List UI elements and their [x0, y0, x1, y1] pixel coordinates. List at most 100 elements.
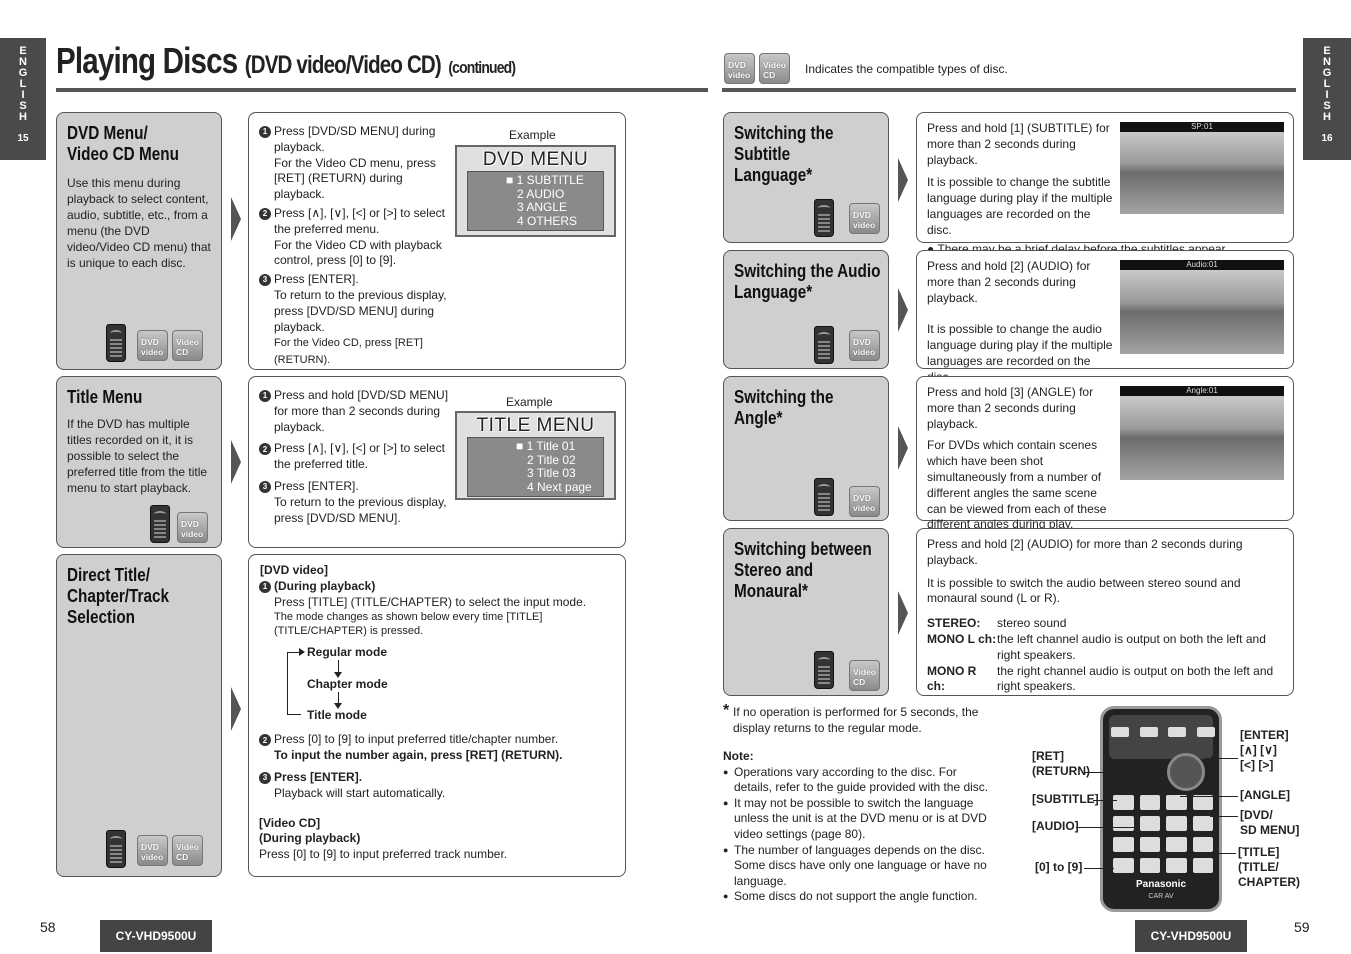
section-heading: Title Menu — [67, 387, 143, 407]
mode-value: the left channel audio is output on both… — [997, 631, 1266, 662]
section-arrow — [898, 426, 908, 470]
osd-label: Audio:01 — [1120, 260, 1284, 270]
tab-letter: L — [19, 78, 27, 90]
page-title: Playing Discs (DVD video/Video CD) (cont… — [56, 40, 516, 81]
tab-page-number: 15 — [17, 133, 29, 144]
tab-letter: N — [19, 56, 27, 68]
step-text: Press [ENTER]. — [274, 478, 359, 493]
example-label: Example — [509, 128, 556, 142]
instruction-text: Press and hold [2] (AUDIO) for more than… — [927, 537, 1243, 567]
label-angle: [ANGLE] — [1240, 788, 1290, 802]
compat-text: Indicates the compatible types of disc. — [805, 62, 1008, 76]
note-item: ●It may not be possible to switch the la… — [723, 795, 987, 841]
vcd-during: (During playback) — [259, 831, 361, 846]
tab-letter: N — [1323, 56, 1331, 68]
direct-selection-steps: [DVD video] 1(During playback) Press [TI… — [248, 554, 626, 877]
model-badge-right: CY-VHD9500U — [1135, 920, 1247, 952]
remote-icon — [814, 478, 834, 516]
step-number: 1 — [259, 390, 271, 402]
vcd-label: [Video CD] — [259, 815, 321, 830]
subtitle-screenshot: SP:01 — [1120, 122, 1284, 214]
osd-label: Angle:01 — [1120, 386, 1284, 396]
note-item: ●Some discs do not support the angle fun… — [723, 889, 978, 904]
step-number: 3 — [259, 274, 271, 287]
header-rule-right — [722, 88, 1296, 92]
step-number: 2 — [259, 734, 271, 747]
step-number: 2 — [259, 443, 271, 456]
mode-item: Title mode — [307, 708, 367, 723]
section-heading: DVD Menu/Video CD Menu — [67, 123, 179, 164]
description-text: It is possible to switch the audio betwe… — [927, 575, 1241, 606]
tab-letter: S — [19, 100, 27, 112]
page-number-right: 59 — [1294, 919, 1310, 935]
mode-key: MONO R ch: — [927, 663, 977, 694]
example-label: Example — [506, 395, 553, 409]
label-title: [TITLE](TITLE/CHAPTER) — [1238, 845, 1300, 889]
audio-screenshot: Audio:01 — [1120, 260, 1284, 354]
section-arrow — [898, 288, 908, 332]
mode-item: Chapter mode — [307, 677, 388, 692]
description-text: It is possible to change the audio langu… — [927, 322, 1113, 383]
label-enter: [ENTER][∧] [∨][<] [>] — [1240, 728, 1289, 772]
step-text: Press [ENTER]. — [274, 769, 363, 784]
label-audio: [AUDIO] — [1032, 819, 1079, 833]
section-desc: If the DVD has multiple titles recorded … — [67, 417, 208, 495]
label-subtitle: [SUBTITLE] — [1032, 792, 1099, 806]
step-note: Playback will start automatically. — [274, 785, 446, 800]
step-note: For the Video CD, press [RET] (RETURN). — [274, 337, 423, 367]
step-number: 3 — [259, 480, 271, 493]
step-note: To input the number again, press [RET] (… — [274, 748, 563, 763]
tab-letter: G — [18, 67, 28, 79]
step-text: Press [ENTER]. — [274, 272, 359, 287]
instruction-text: Press and hold [3] (ANGLE) for more than… — [927, 385, 1094, 431]
osd-label: SP:01 — [1120, 122, 1284, 132]
mode-key: STEREO: — [927, 616, 981, 631]
notes: Note: ●Operations vary according to the … — [723, 749, 998, 905]
description-text: It is possible to change the subtitle la… — [927, 175, 1113, 237]
section-arrow — [231, 197, 241, 241]
mode-item: Regular mode — [307, 645, 388, 660]
section-arrow — [231, 687, 241, 731]
step-text: Press [∧], [∨], [<] or [>] to select the… — [274, 205, 445, 236]
page-number-left: 58 — [40, 919, 56, 935]
menu-item: ■ 1 Title 01 — [516, 439, 576, 453]
remote-icon — [814, 326, 834, 364]
label-zero-to-nine: [0] to [9] — [1035, 860, 1083, 874]
vcd-text: Press [0] to [9] to input preferred trac… — [259, 847, 508, 862]
model-badge-left: CY-VHD9500U — [100, 920, 212, 952]
tab-letter: L — [1323, 78, 1331, 90]
remote-icon — [106, 830, 126, 868]
instruction-text: Press and hold [2] (AUDIO) for more than… — [927, 259, 1091, 305]
step-note: To return to the previous display, press… — [274, 287, 447, 334]
menu-item: 3 Title 03 — [527, 466, 576, 480]
step-number: 2 — [259, 207, 271, 220]
mode-row: MONO R ch:the right channel audio is out… — [927, 664, 1283, 696]
mode-value: stereo sound — [997, 616, 1067, 631]
tab-letter: E — [1323, 45, 1331, 57]
step-number: 3 — [259, 771, 271, 784]
section-arrow — [898, 591, 908, 635]
step-number: 1 — [259, 580, 271, 593]
menu-title: TITLE MENU — [476, 415, 595, 436]
description-text: For DVDs which contain scenes which have… — [927, 438, 1107, 532]
menu-item: 2 Title 02 — [527, 452, 576, 467]
menu-item: 4 OTHERS — [517, 213, 578, 228]
step-text: Press [TITLE] (TITLE/CHAPTER) to select … — [274, 594, 587, 609]
